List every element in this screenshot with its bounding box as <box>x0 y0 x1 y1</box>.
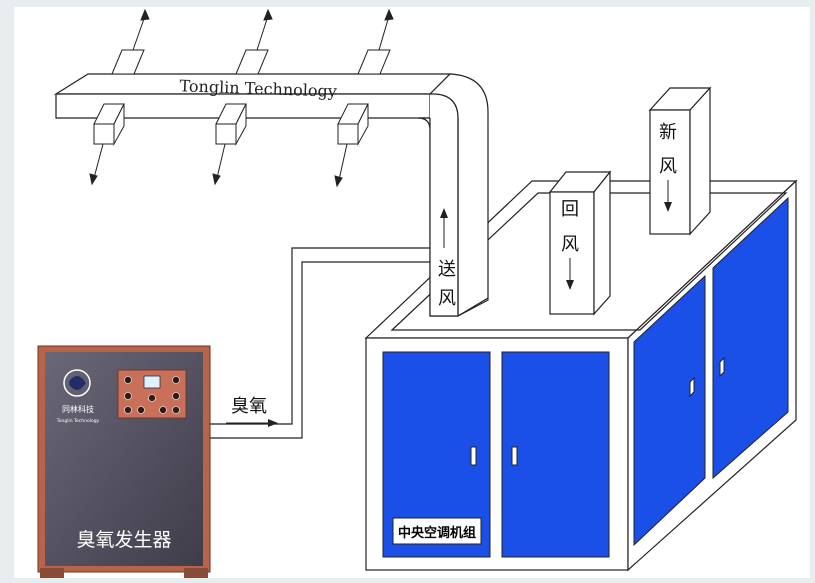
lower-diffuser <box>89 103 125 186</box>
generator-knob <box>124 406 132 414</box>
side-door-left-handle <box>689 376 695 398</box>
return-label-1: 回 <box>561 199 579 220</box>
supply-arrow-head <box>440 208 448 218</box>
fresh-label-1: 新 <box>659 122 677 143</box>
supply-label-1: 送 <box>438 259 456 280</box>
generator-knob <box>172 406 180 414</box>
generator-knob <box>159 406 167 414</box>
generator-label: 臭氧发生器 <box>76 529 171 551</box>
return-air-box <box>548 170 612 316</box>
generator-logo-icon <box>63 369 91 397</box>
return-arrow-head <box>566 280 574 290</box>
generator-knob <box>172 376 180 384</box>
lower-diffuser <box>212 103 247 186</box>
generator-knob <box>124 376 132 384</box>
generator-knob <box>148 394 156 402</box>
upper-diffusers <box>111 8 394 75</box>
upper-diffuser <box>357 8 394 75</box>
ozone-generator: 同林科技 Tonglin Technology 臭氧发生器 <box>37 345 211 578</box>
generator-brand-cn: 同林科技 <box>62 404 94 414</box>
generator-knob <box>137 406 145 414</box>
generator-foot-right <box>184 568 208 578</box>
fresh-air-box <box>648 86 712 236</box>
supply-duct <box>53 73 489 317</box>
ahu-top-inner <box>390 192 788 331</box>
side-door-left <box>633 274 706 547</box>
generator-foot-left <box>40 568 64 578</box>
ozone-pipe <box>208 247 430 439</box>
return-label-2: 风 <box>561 234 579 255</box>
ozone-arrow-head <box>268 419 278 427</box>
supply-label-2: 风 <box>438 288 456 309</box>
generator-display <box>143 375 161 389</box>
fresh-label-2: 风 <box>659 156 677 177</box>
duct-riser-front <box>429 93 459 317</box>
front-door-left-handle <box>470 446 477 466</box>
ozone-label: 臭氧 <box>231 396 267 417</box>
ahu-side-doors <box>633 196 789 547</box>
ahu-label-box <box>392 517 482 545</box>
front-door-right <box>501 351 610 558</box>
lower-diffuser <box>334 103 369 188</box>
side-door-right-handle <box>719 356 725 378</box>
upper-diffuser <box>111 8 150 75</box>
front-door-right-handle <box>511 446 518 466</box>
generator-knob <box>172 392 180 400</box>
ahu-label: 中央空调机组 <box>398 525 476 541</box>
generator-brand-en: Tonglin Technology <box>56 418 100 424</box>
generator-knob <box>124 392 132 400</box>
side-door-right <box>712 196 789 480</box>
fresh-arrow-head <box>664 202 672 212</box>
upper-diffuser <box>235 8 273 75</box>
lower-diffusers <box>89 103 369 188</box>
